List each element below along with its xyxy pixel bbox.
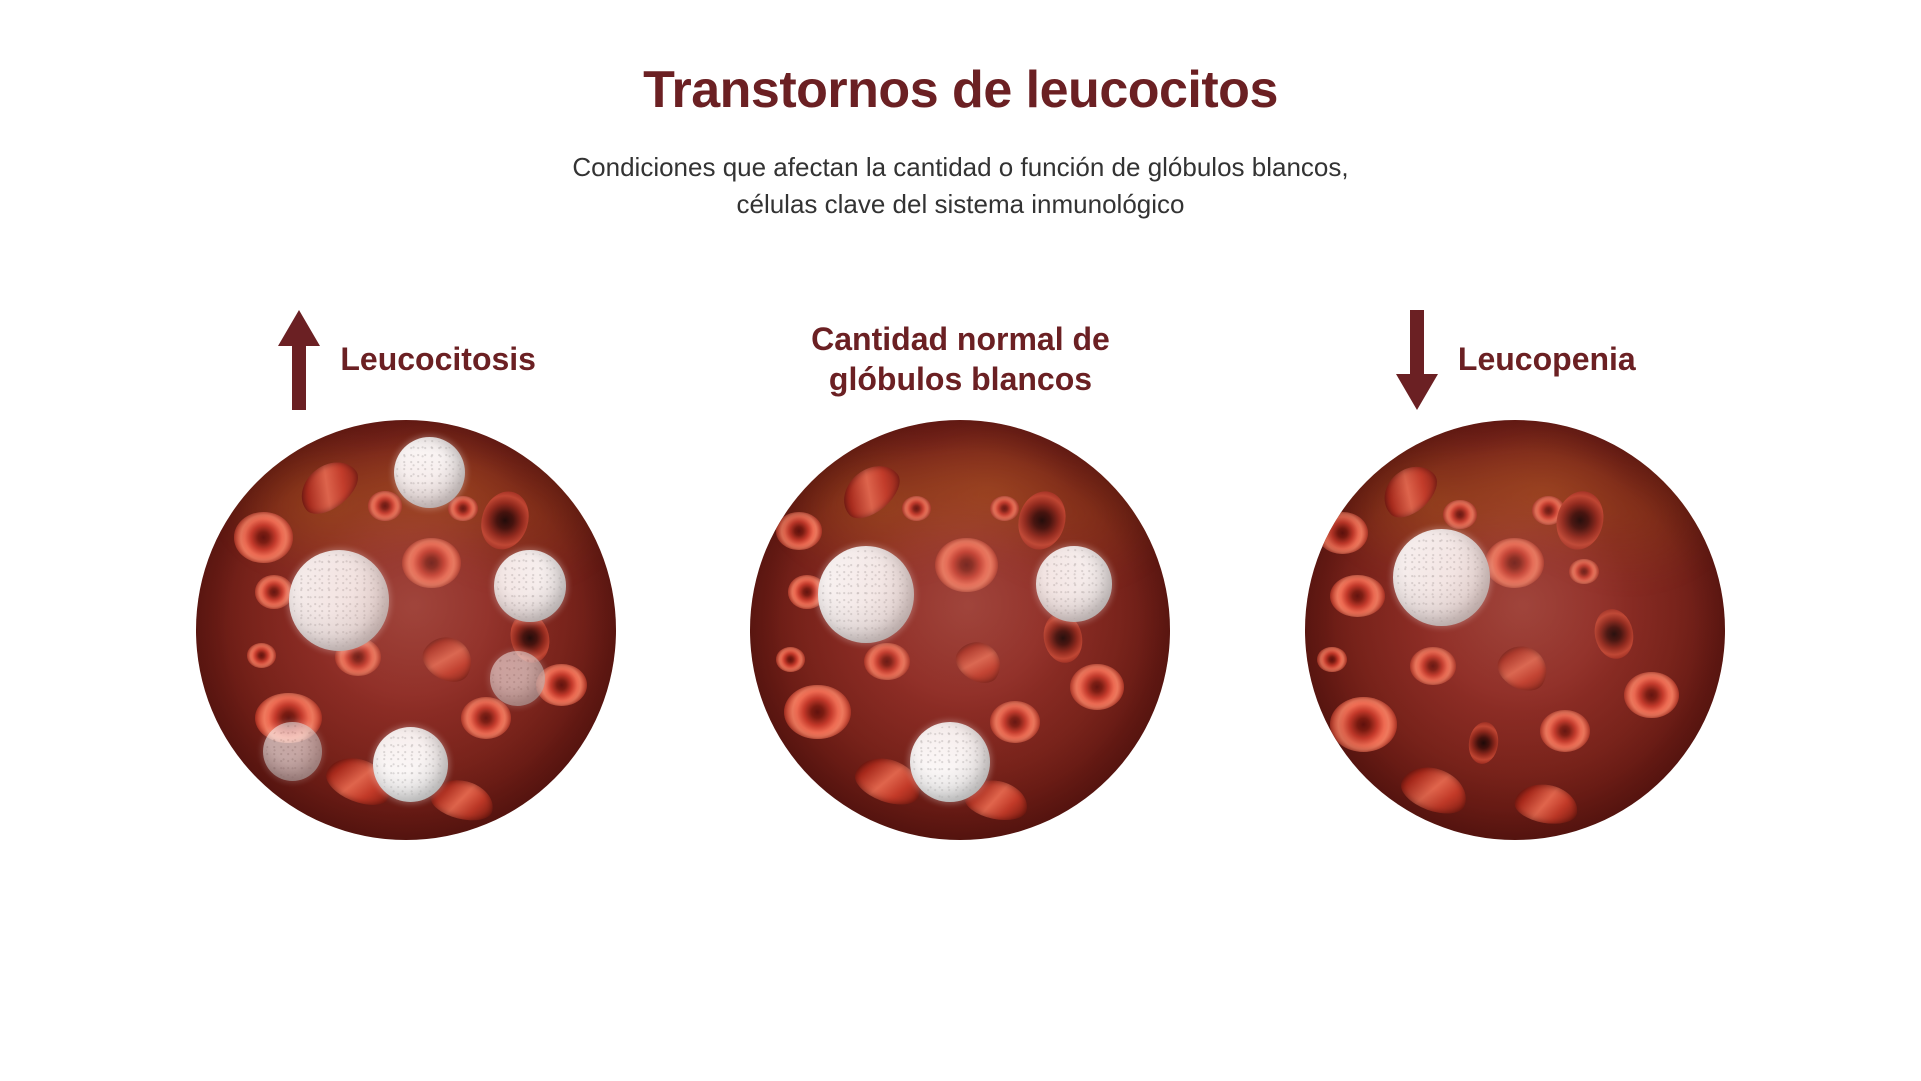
- panel-normal-label-row: Cantidad normal de glóbulos blancos: [811, 300, 1110, 420]
- white-blood-cell: [490, 651, 545, 706]
- red-blood-cell: [415, 628, 481, 691]
- red-blood-cell: [460, 697, 512, 740]
- panel-normal-label: Cantidad normal de glóbulos blancos: [811, 321, 1110, 397]
- red-blood-cell: [832, 455, 908, 528]
- red-blood-cell: [1330, 697, 1398, 752]
- red-blood-cell: [784, 684, 852, 740]
- red-blood-cell: [775, 646, 806, 672]
- blood-sample-normal: [750, 420, 1171, 840]
- red-blood-cell: [1012, 486, 1073, 556]
- red-blood-cell: [290, 451, 367, 524]
- red-blood-cell: [863, 642, 911, 681]
- white-blood-cell: [288, 550, 390, 651]
- page-subtitle: Condiciones que afectan la cantidad o fu…: [401, 149, 1521, 223]
- blood-circle: [1304, 420, 1725, 840]
- red-blood-cell: [473, 485, 536, 556]
- arrow-up-icon: [278, 310, 321, 410]
- panel-leucocitosis-label-row: Leucocitosis: [276, 300, 536, 420]
- white-blood-cell: [1036, 546, 1112, 622]
- red-blood-cell: [1396, 758, 1474, 821]
- blood-circle: [750, 420, 1171, 840]
- red-blood-cell: [1443, 499, 1477, 530]
- red-blood-cell: [1550, 486, 1610, 555]
- red-blood-cell: [1330, 575, 1385, 618]
- red-blood-cell: [1589, 605, 1638, 663]
- blood-sample-leucopenia: [1304, 420, 1725, 840]
- white-blood-cell: [494, 550, 566, 622]
- red-blood-cell: [989, 495, 1020, 521]
- red-blood-cell: [1069, 663, 1125, 710]
- red-blood-cell: [949, 633, 1009, 690]
- red-blood-cell: [368, 491, 402, 521]
- blood-sample-leucocitosis: [196, 420, 617, 840]
- panel-normal: Cantidad normal de glóbulos blancos: [704, 300, 1216, 840]
- white-blood-cell: [1393, 529, 1490, 626]
- red-blood-cell: [935, 537, 999, 593]
- panel-leucocitosis: Leucocitosis: [150, 300, 662, 840]
- white-blood-cell: [817, 546, 915, 643]
- red-blood-cell: [1485, 537, 1545, 588]
- red-blood-cell: [1512, 780, 1581, 829]
- white-blood-cell: [263, 722, 323, 782]
- white-blood-cell: [372, 726, 449, 803]
- panel-leucopenia: Leucopenia: [1259, 300, 1771, 840]
- red-blood-cell: [246, 642, 276, 668]
- red-blood-cell: [1373, 456, 1446, 527]
- red-blood-cell: [1491, 637, 1556, 699]
- red-blood-cell: [775, 512, 822, 551]
- subtitle-line-2: células clave del sistema inmunológico: [736, 189, 1185, 220]
- red-blood-cell: [1317, 646, 1347, 672]
- red-blood-cell: [989, 701, 1041, 744]
- red-blood-cell: [1540, 709, 1591, 752]
- subtitle-line-1: Condiciones que afectan la cantidad o fu…: [572, 152, 1349, 183]
- red-blood-cell: [254, 575, 293, 609]
- panel-leucopenia-label-row: Leucopenia: [1394, 300, 1636, 420]
- white-blood-cell: [910, 722, 990, 803]
- header: Transtornos de leucocitos Condiciones qu…: [0, 0, 1921, 223]
- red-blood-cell: [1624, 672, 1679, 719]
- panels-container: Leucocitosis: [0, 300, 1921, 840]
- arrow-down-icon: [1395, 310, 1438, 410]
- red-blood-cell: [448, 495, 478, 521]
- red-blood-cell: [901, 495, 932, 521]
- white-blood-cell: [393, 436, 465, 509]
- red-blood-cell: [1409, 646, 1456, 685]
- red-blood-cell: [233, 512, 293, 563]
- red-blood-cell: [1465, 720, 1501, 767]
- red-blood-cell: [1317, 512, 1368, 555]
- panel-leucopenia-label: Leucopenia: [1457, 341, 1636, 378]
- blood-circle: [196, 420, 617, 840]
- panel-leucocitosis-label: Leucocitosis: [340, 341, 536, 378]
- red-blood-cell: [536, 663, 587, 706]
- red-blood-cell: [401, 537, 461, 588]
- red-blood-cell: [1569, 558, 1599, 584]
- page-title: Transtornos de leucocitos: [643, 61, 1278, 119]
